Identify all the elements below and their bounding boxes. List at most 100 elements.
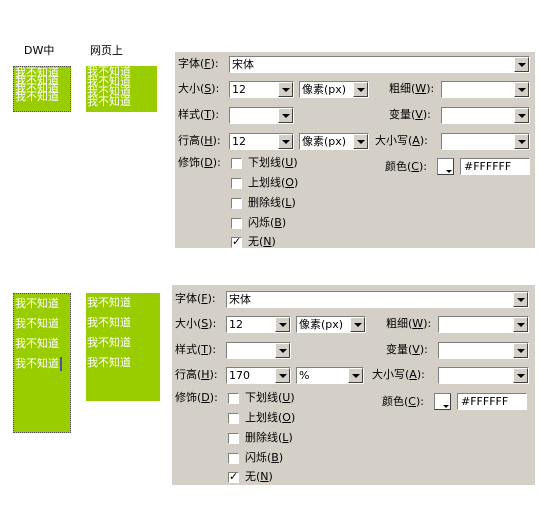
none-checkbox[interactable]	[228, 470, 239, 483]
sample-text: 我不知道	[15, 90, 59, 103]
sample-text: 我不知道	[15, 82, 59, 95]
chevron-down-icon	[275, 317, 290, 332]
chevron-down-icon	[353, 82, 368, 97]
color-input[interactable]: #FFFFFF	[460, 158, 530, 175]
overline-checkbox[interactable]	[228, 413, 239, 424]
font-select[interactable]: 宋体	[229, 56, 530, 73]
weight-select[interactable]	[441, 81, 530, 98]
chevron-down-icon	[275, 343, 290, 358]
line-height-select[interactable]: 170	[226, 367, 291, 384]
chevron-down-icon	[275, 368, 290, 383]
color-picker-button[interactable]	[437, 158, 454, 175]
blink-label: 闪烁(B)	[245, 451, 284, 464]
text-cursor	[60, 357, 62, 371]
chevron-down-icon	[278, 134, 293, 149]
blink-checkbox[interactable]	[228, 453, 239, 464]
sample-text: 我不知道	[87, 95, 131, 108]
decoration-label: 修饰(D):	[178, 156, 221, 169]
none-checkbox[interactable]	[231, 235, 242, 248]
line-height-select[interactable]: 12	[229, 133, 294, 150]
web-preview-spaced: 我不知道 我不知道 我不知道 我不知道	[86, 293, 160, 401]
variant-select[interactable]	[441, 107, 530, 124]
sample-text: 我不知道	[87, 336, 131, 349]
style-select[interactable]	[226, 342, 291, 359]
dw-column-label: DW中	[24, 44, 55, 57]
chevron-down-icon	[514, 134, 529, 149]
css-type-panel-bottom: 字体(F): 宋体 大小(S): 12 像素(px) 粗细(W): 样式(T):…	[172, 285, 535, 485]
underline-checkbox[interactable]	[228, 393, 239, 404]
overline-label: 上划线(O)	[245, 411, 296, 424]
weight-select[interactable]	[438, 316, 529, 333]
chevron-down-icon	[348, 368, 363, 383]
chevron-down-icon	[353, 134, 368, 149]
size-label: 大小(S):	[175, 317, 217, 330]
size-select[interactable]: 12	[226, 316, 291, 333]
blink-label: 闪烁(B)	[248, 216, 287, 229]
line-through-label: 删除线(L)	[248, 196, 296, 209]
chevron-down-icon	[514, 57, 529, 72]
chevron-down-icon	[350, 317, 365, 332]
chevron-down-icon	[514, 82, 529, 97]
sample-text: 我不知道	[87, 66, 131, 78]
underline-label: 下划线(U)	[248, 156, 298, 169]
font-label: 字体(F):	[178, 57, 219, 70]
decoration-label: 修饰(D):	[175, 391, 218, 404]
weight-label: 粗细(W):	[389, 82, 435, 95]
color-picker-button[interactable]	[434, 393, 451, 410]
font-label: 字体(F):	[175, 292, 216, 305]
dw-preview-spaced: 我不知道 我不知道 我不知道 我不知道	[13, 293, 71, 433]
line-height-unit-select[interactable]: %	[296, 367, 364, 384]
size-label: 大小(S):	[178, 82, 220, 95]
style-select[interactable]	[229, 107, 294, 124]
line-height-unit-select[interactable]: 像素(px)	[299, 133, 369, 150]
case-label: 大小写(A):	[375, 134, 428, 147]
line-through-label: 删除线(L)	[245, 431, 293, 444]
blink-checkbox[interactable]	[231, 218, 242, 229]
line-through-checkbox[interactable]	[228, 433, 239, 444]
color-label: 颜色(C):	[382, 395, 424, 408]
web-preview-dense: 我不知道 我不知道 我不知道 我不知道	[86, 66, 157, 112]
size-select[interactable]: 12	[229, 81, 294, 98]
sample-text: 我不知道	[15, 74, 59, 87]
underline-checkbox[interactable]	[231, 158, 242, 169]
line-height-label: 行高(H):	[175, 368, 218, 381]
css-type-panel-top: 字体(F): 宋体 大小(S): 12 像素(px) 粗细(W): 样式(T):…	[175, 52, 535, 248]
overline-checkbox[interactable]	[231, 178, 242, 189]
variant-label: 变量(V):	[389, 108, 431, 121]
web-column-label: 网页上	[90, 44, 123, 57]
case-select[interactable]	[441, 133, 530, 150]
chevron-down-icon	[513, 292, 528, 307]
sample-text: 我不知道	[87, 85, 131, 98]
chevron-down-icon	[513, 343, 528, 358]
case-select[interactable]	[438, 367, 529, 384]
none-label: 无(N)	[248, 235, 276, 248]
none-label: 无(N)	[245, 470, 273, 483]
sample-text: 我不知道	[15, 337, 59, 350]
style-label: 样式(T):	[178, 108, 220, 121]
line-height-label: 行高(H):	[178, 134, 221, 147]
weight-label: 粗细(W):	[386, 317, 432, 330]
size-unit-select[interactable]: 像素(px)	[299, 81, 369, 98]
dw-preview-dense: 我不知道 我不知道 我不知道 我不知道	[13, 66, 71, 112]
line-through-checkbox[interactable]	[231, 198, 242, 209]
sample-text: 我不知道	[87, 75, 131, 88]
size-unit-select[interactable]: 像素(px)	[296, 316, 366, 333]
sample-text: 我不知道	[87, 296, 131, 309]
chevron-down-icon	[514, 108, 529, 123]
variant-label: 变量(V):	[386, 343, 428, 356]
sample-text: 我不知道	[87, 356, 131, 369]
sample-text-with-caret: 我不知道	[14, 354, 70, 374]
sample-text: 我不知道	[87, 316, 131, 329]
font-select[interactable]: 宋体	[226, 291, 529, 308]
sample-text: 我不知道	[15, 317, 59, 330]
case-label: 大小写(A):	[372, 368, 425, 381]
color-label: 颜色(C):	[385, 160, 427, 173]
sample-text: 我不知道	[15, 297, 59, 310]
style-label: 样式(T):	[175, 343, 217, 356]
sample-text: 我不知道	[15, 66, 59, 79]
chevron-down-icon	[513, 368, 528, 383]
chevron-down-icon	[278, 108, 293, 123]
variant-select[interactable]	[438, 342, 529, 359]
color-input[interactable]: #FFFFFF	[457, 393, 527, 410]
overline-label: 上划线(O)	[248, 176, 299, 189]
